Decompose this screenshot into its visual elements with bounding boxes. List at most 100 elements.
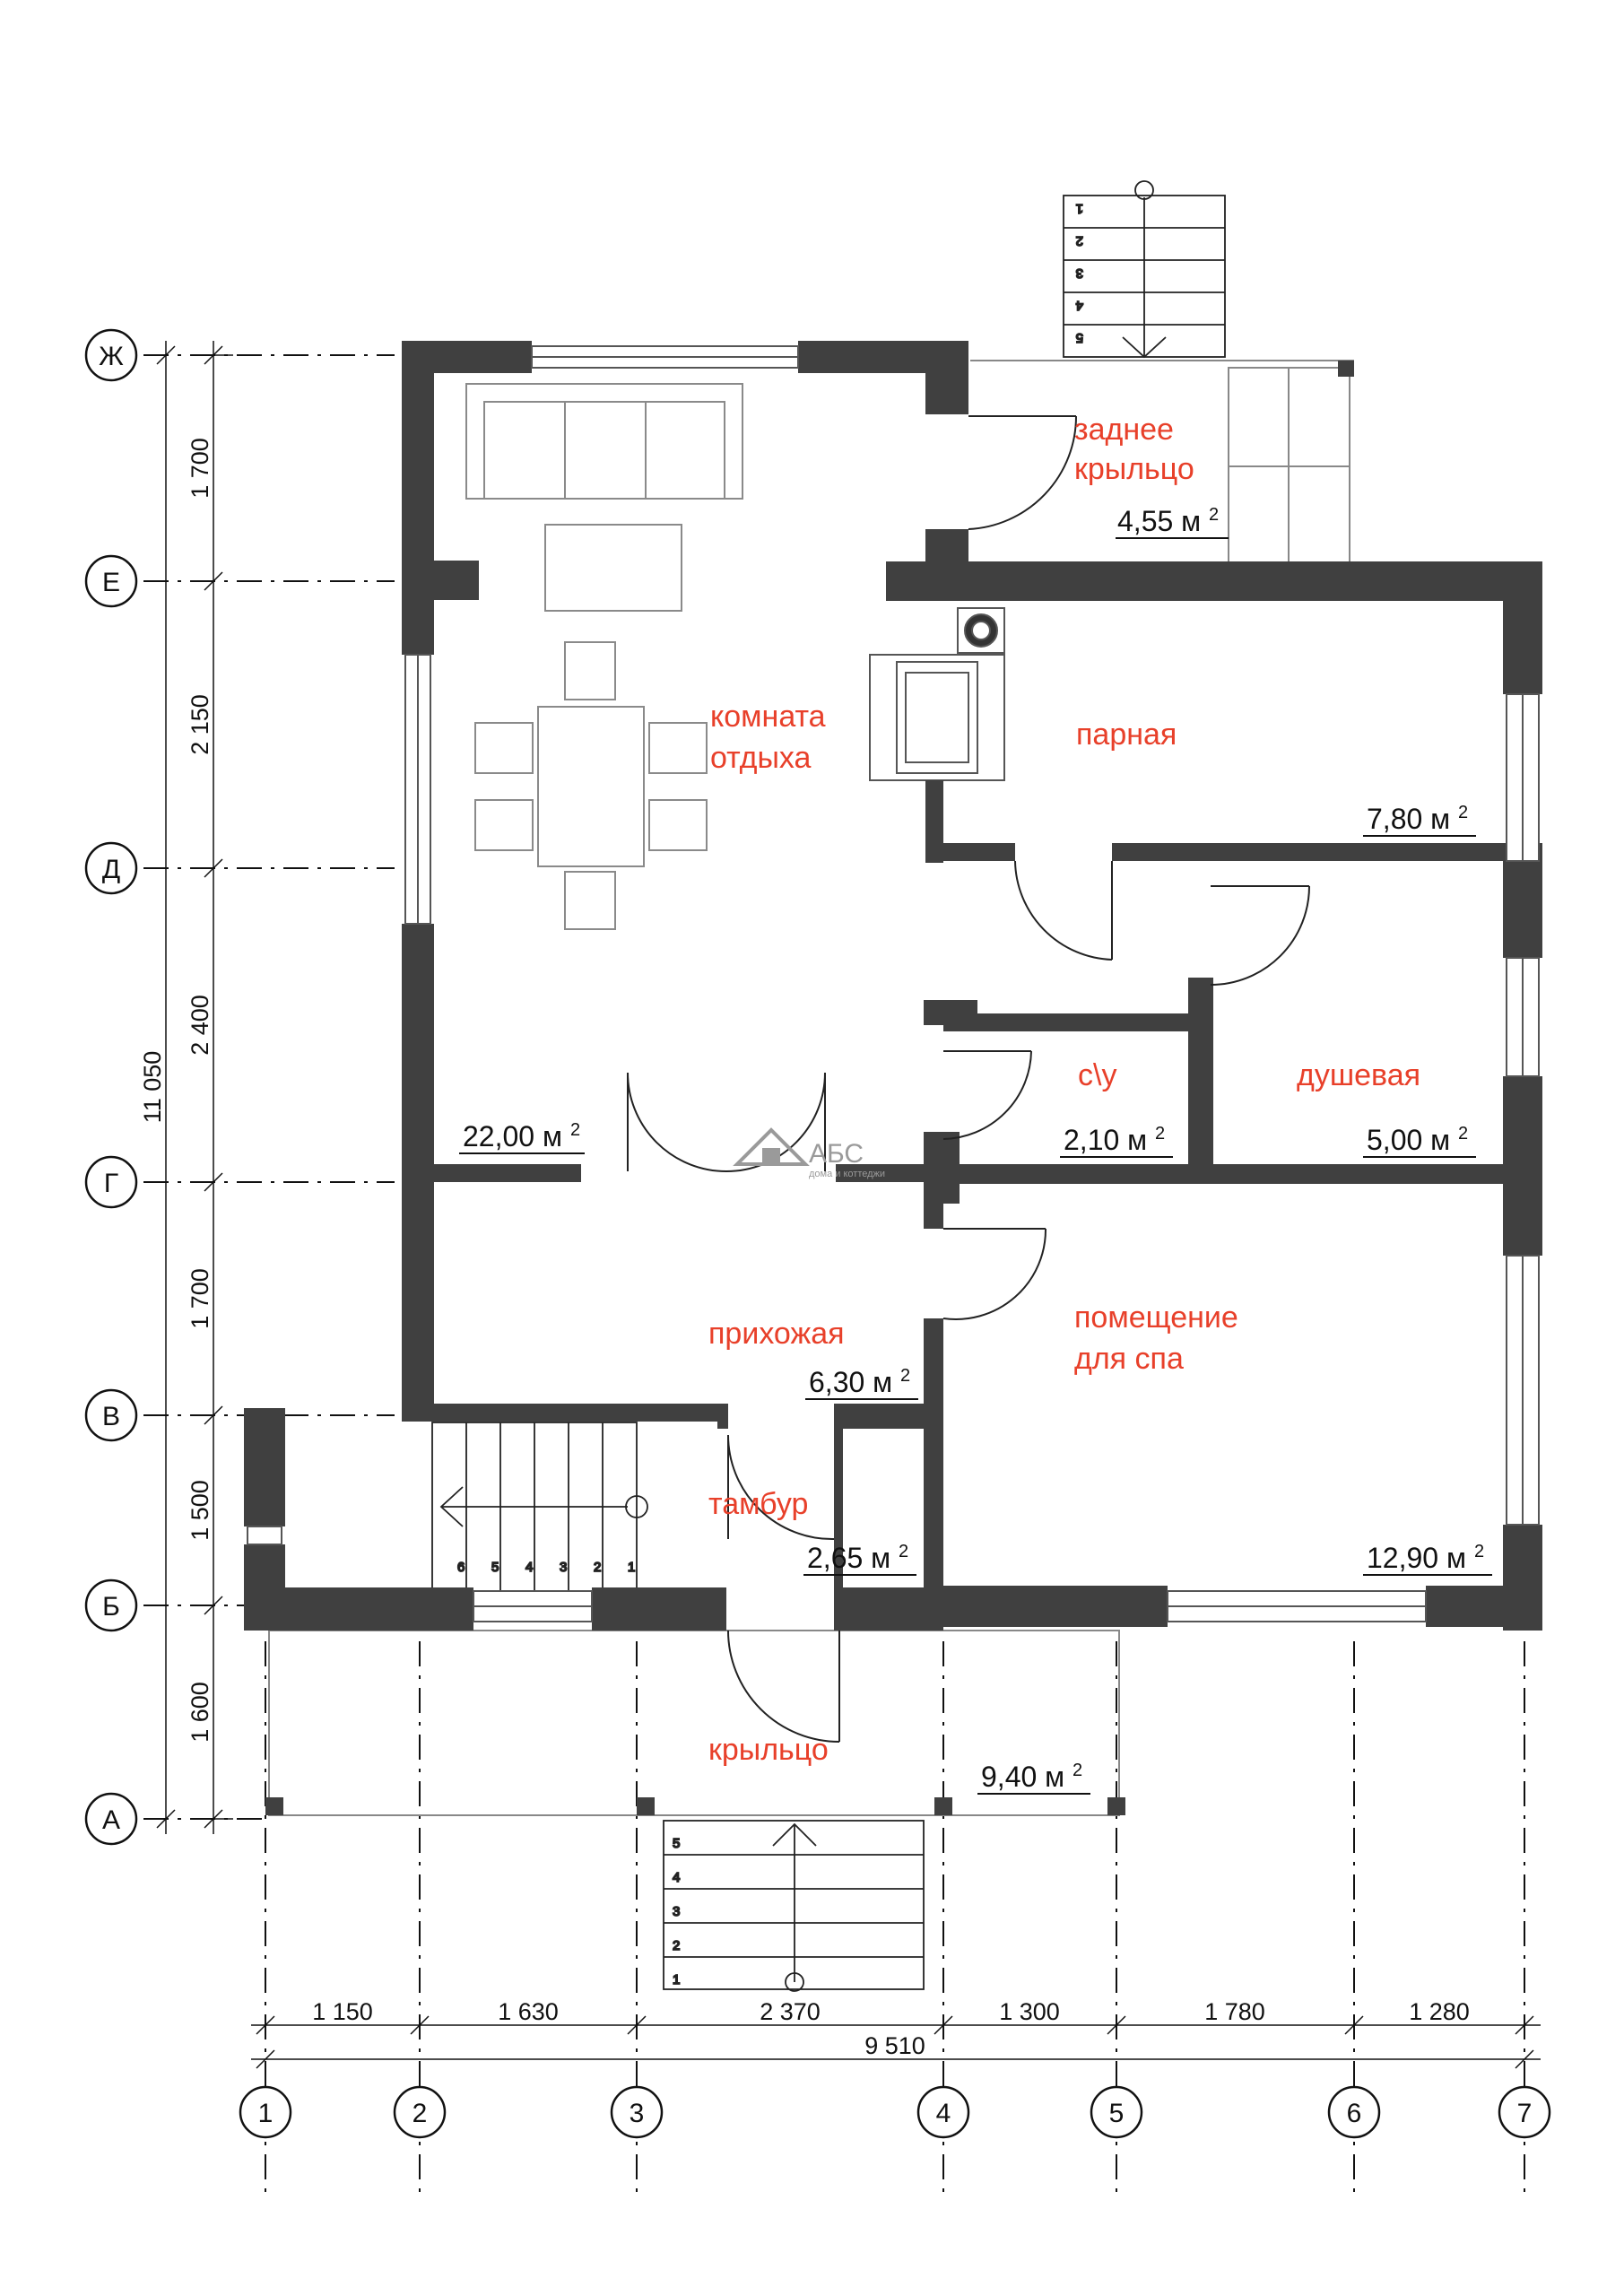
room-kryltso: крыльцо 9,40 м 2 — [708, 1733, 1090, 1795]
svg-text:2: 2 — [1073, 1761, 1082, 1780]
room-name: крыльцо — [708, 1733, 829, 1767]
axis-label-v: В — [102, 1402, 120, 1431]
axis-label-g: Г — [104, 1169, 118, 1198]
front-stairs: 1 2 3 4 5 — [663, 1820, 925, 1992]
axis-marker-7: 7 — [1498, 2085, 1551, 2139]
room-zadnee-kryltso: заднее крыльцо 4,55 м 2 — [1074, 413, 1229, 539]
svg-text:2: 2 — [1209, 505, 1219, 525]
axis-label-7: 7 — [1517, 2099, 1533, 2128]
room-name: отдыха — [710, 741, 812, 775]
dim-v-5: 1 500 — [187, 1480, 213, 1541]
back-stairs-numbers: 1 2 3 4 5 — [1075, 200, 1084, 346]
svg-text:3: 3 — [1076, 265, 1083, 281]
axis-label-b: Б — [102, 1592, 120, 1622]
axis-label-d: Д — [102, 855, 120, 884]
svg-text:5: 5 — [491, 1560, 499, 1575]
svg-text:2: 2 — [1076, 233, 1083, 248]
room-komnata-otdykha: комната отдыха 22,00 м 2 — [459, 700, 826, 1154]
dim-h-5: 1 780 — [1204, 1998, 1265, 2025]
logo-text: АБС — [809, 1139, 864, 1169]
axis-label-6: 6 — [1347, 2099, 1362, 2128]
axis-label-2: 2 — [413, 2099, 428, 2128]
room-area: 22,00 м — [463, 1120, 562, 1152]
svg-text:3: 3 — [673, 1904, 680, 1919]
axis-label-5: 5 — [1109, 2099, 1125, 2128]
dim-v-1: 1 700 — [187, 438, 213, 499]
room-name: с\у — [1078, 1058, 1116, 1092]
axis-marker-e: Е — [84, 554, 138, 608]
sauna-stove — [869, 607, 1005, 781]
row-axis-markers: Ж Е Д Г В Б А — [84, 328, 138, 1846]
abs-logo: АБС дома и коттеджи — [733, 1127, 885, 1179]
svg-text:5: 5 — [673, 1836, 680, 1851]
vertical-dimension-labels: 1 700 2 150 2 400 1 700 1 500 1 600 11 0… — [139, 438, 213, 1743]
room-name: тамбур — [708, 1487, 808, 1521]
room-area: 2,10 м — [1064, 1124, 1147, 1156]
axis-marker-a: А — [84, 1792, 138, 1846]
axis-grid-lines — [143, 354, 1525, 2197]
axis-label-1: 1 — [258, 2099, 274, 2128]
dim-v-6: 1 600 — [187, 1682, 213, 1743]
svg-text:1: 1 — [628, 1560, 635, 1575]
room-pomeshchenie-dlya-spa: помещение для спа 12,90 м 2 — [1074, 1300, 1492, 1576]
svg-text:4: 4 — [1076, 298, 1083, 313]
axis-label-e: Е — [102, 568, 120, 597]
room-name: для спа — [1074, 1342, 1184, 1376]
dim-h-2: 1 630 — [498, 1998, 559, 2025]
room-name: комната — [710, 700, 826, 734]
windows — [247, 345, 1540, 1622]
axis-marker-b: Б — [84, 1578, 138, 1632]
axis-label-4: 4 — [936, 2099, 951, 2128]
room-prikhozhaya: прихожая 6,30 м 2 — [708, 1317, 918, 1400]
axis-marker-zh: Ж — [84, 328, 138, 382]
svg-text:2: 2 — [1458, 803, 1468, 822]
axis-label-zh: Ж — [99, 342, 124, 371]
walls — [244, 341, 1542, 1631]
svg-text:2: 2 — [594, 1560, 601, 1575]
svg-text:4: 4 — [525, 1560, 533, 1575]
room-area: 4,55 м — [1117, 505, 1201, 537]
doors — [627, 415, 1310, 1743]
room-tambur: тамбур 2,65 м 2 — [708, 1487, 916, 1576]
axis-marker-g: Г — [84, 1155, 138, 1209]
inner-stairs: 1 2 3 4 5 6 — [431, 1422, 648, 1597]
room-name: прихожая — [708, 1317, 845, 1351]
axis-marker-3: 3 — [610, 2085, 664, 2139]
room-area: 12,90 м — [1367, 1542, 1466, 1574]
room-name: заднее — [1074, 413, 1174, 447]
logo-tagline: дома и коттеджи — [809, 1169, 885, 1179]
axis-label-a: А — [102, 1805, 120, 1835]
axis-marker-5: 5 — [1090, 2085, 1143, 2139]
svg-text:3: 3 — [560, 1560, 567, 1575]
dining-table-with-chairs — [474, 641, 708, 930]
vertical-dimension-chain — [156, 341, 233, 1834]
dim-h-4: 1 300 — [999, 1998, 1060, 2025]
svg-text:1: 1 — [673, 1972, 680, 1987]
inner-stairs-numbers: 1 2 3 4 5 6 — [456, 1559, 636, 1576]
sofa — [465, 383, 743, 500]
porch-posts — [265, 361, 1354, 1815]
room-area: 9,40 м — [981, 1761, 1064, 1793]
dim-v-total: 11 050 — [139, 1051, 166, 1124]
room-parnaya: парная 7,80 м 2 — [1076, 718, 1476, 837]
room-name: помещение — [1074, 1300, 1238, 1335]
axis-marker-4: 4 — [916, 2085, 970, 2139]
room-name: парная — [1076, 718, 1177, 752]
room-dushevaya: душевая 5,00 м 2 — [1297, 1058, 1476, 1158]
svg-text:6: 6 — [457, 1560, 465, 1575]
dim-h-total: 9 510 — [864, 2032, 925, 2059]
room-area: 6,30 м — [809, 1366, 892, 1398]
dim-v-2: 2 150 — [187, 694, 213, 755]
svg-text:2: 2 — [900, 1366, 910, 1386]
svg-text:2: 2 — [1474, 1542, 1484, 1561]
dim-h-3: 2 370 — [760, 1998, 821, 2025]
svg-text:2: 2 — [899, 1542, 908, 1561]
svg-text:2: 2 — [673, 1938, 680, 1953]
svg-text:2: 2 — [1458, 1124, 1468, 1144]
axis-label-3: 3 — [630, 2099, 645, 2128]
back-stairs: 1 2 3 4 5 — [1063, 180, 1226, 359]
axis-marker-2: 2 — [393, 2085, 447, 2139]
room-area: 7,80 м — [1367, 803, 1450, 835]
dim-h-6: 1 280 — [1409, 1998, 1470, 2025]
